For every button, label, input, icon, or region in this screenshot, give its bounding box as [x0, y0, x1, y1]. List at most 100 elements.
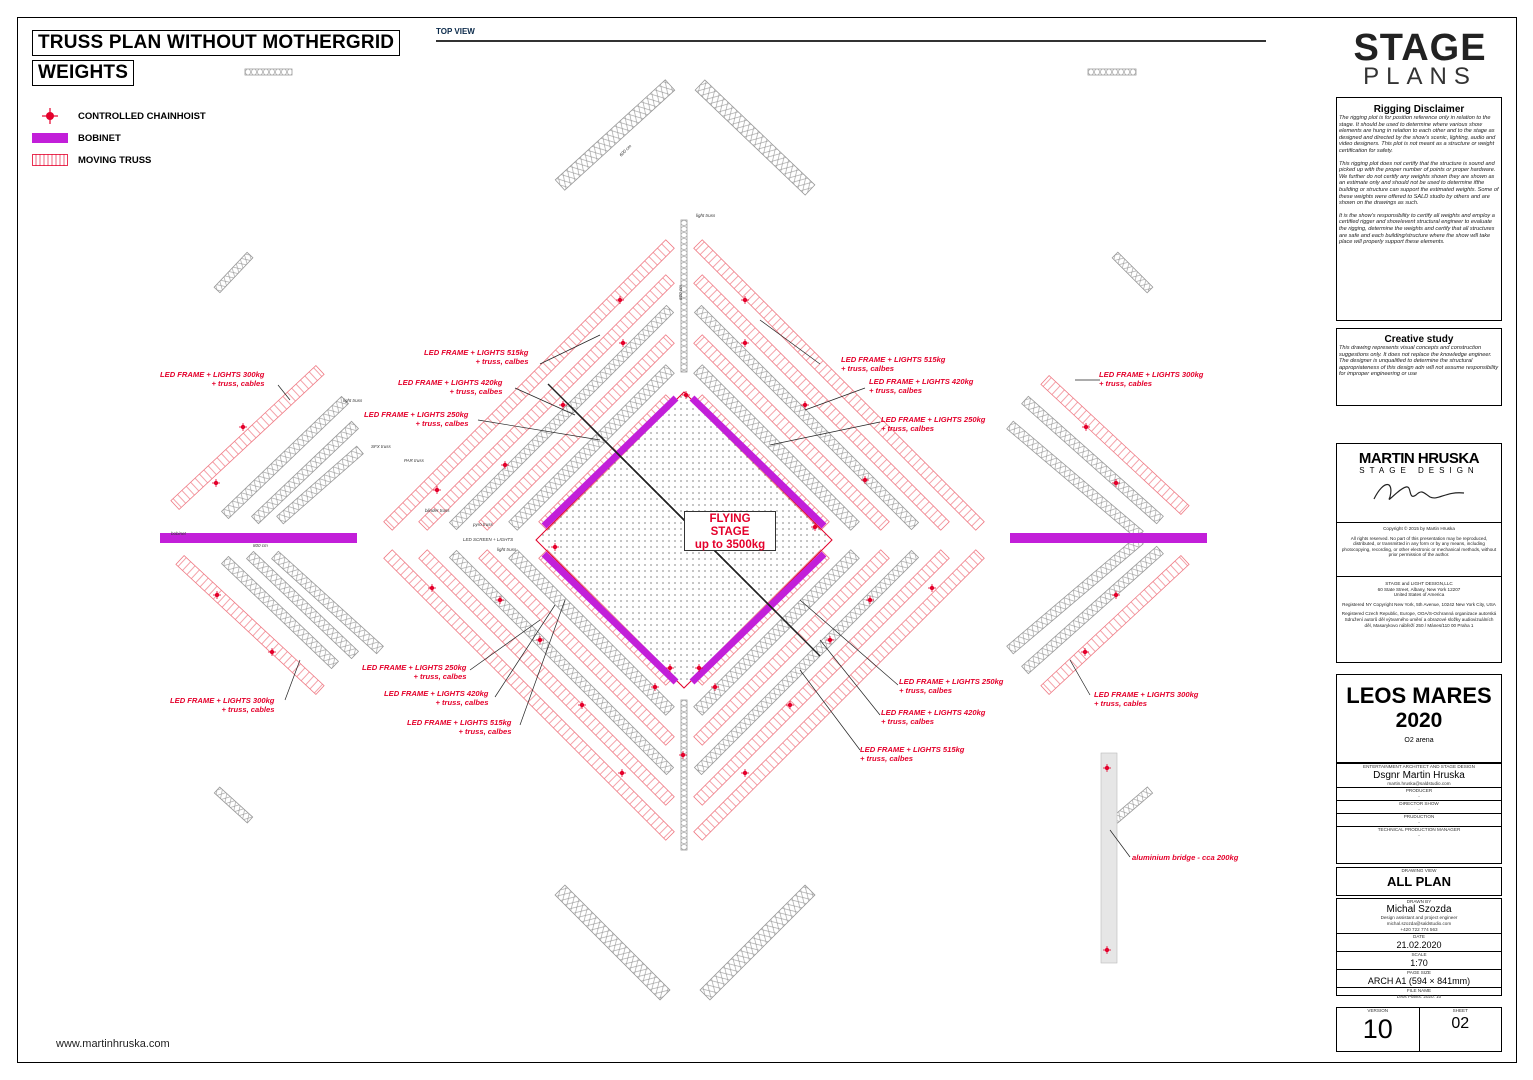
aluminium-bridge: [1100, 752, 1118, 964]
annotation-tl-250: LED FRAME + LIGHTS 250kg+ truss, calbes: [364, 410, 469, 428]
drawing-view-panel: DRAWING VIEW ALL PLAN: [1336, 867, 1502, 896]
chainhoist-icon: [619, 339, 627, 347]
annotation-tr-250: LED FRAME + LIGHTS 250kg+ truss, calbes: [881, 415, 986, 433]
leader-line: [494, 604, 556, 698]
annotation-bl-515: LED FRAME + LIGHTS 515kg+ truss, calbes: [407, 718, 512, 736]
legend-label: MOVING TRUSS: [78, 154, 152, 166]
truss-segment: [554, 884, 671, 1001]
moving-truss: [693, 239, 985, 531]
bobinet-swatch: [32, 132, 68, 144]
version-panel: VERSION 10 SHEET 02: [1336, 1007, 1502, 1052]
legend-item-moving-truss: MOVING TRUSS: [32, 154, 151, 166]
leader-line: [1069, 659, 1091, 696]
leader-line: [519, 599, 566, 726]
leader-line: [277, 384, 291, 401]
chainhoist-icon: [801, 401, 809, 409]
annotation-bl-300: LED FRAME + LIGHTS 300kg+ truss, cables: [170, 696, 275, 714]
bobinet-bar: [160, 533, 357, 543]
truss-segment: [1021, 395, 1164, 525]
label-led-screen: LED SCREEN + LIGHTS: [463, 537, 514, 542]
chainhoist-icon: [551, 543, 559, 551]
chainhoist-icon: [1112, 591, 1120, 599]
page-title: TRUSS PLAN WITHOUT MOTHERGRID: [32, 30, 401, 56]
annotation-tr-300: LED FRAME + LIGHTS 300kg+ truss, cables: [1099, 370, 1204, 388]
chainhoist-icon: [811, 523, 819, 531]
leader-line: [804, 387, 866, 411]
project-name: LEOS MARES: [1346, 683, 1492, 708]
truss-segment: [693, 304, 920, 531]
disclaimer-paragraph: It is the show's responsibility to certi…: [1339, 212, 1495, 246]
truss-segment: [245, 550, 360, 660]
label-bobinet: bobinet: [171, 531, 186, 536]
truss-segment: [693, 549, 860, 716]
project-year: 2020: [1395, 709, 1443, 732]
truss-segment: [680, 219, 688, 373]
creative-title: Creative study: [1384, 334, 1454, 345]
header-rule: [436, 40, 1266, 42]
bobinet: [689, 551, 827, 685]
leader-line: [539, 334, 601, 365]
designer-panel: MARTIN HRUSKA STAGE DESIGN Copyright © 2…: [1336, 443, 1502, 663]
chainhoist-icon: [741, 339, 749, 347]
moving-truss: [693, 549, 950, 806]
brand-logo: STAGE PLANS: [1353, 27, 1487, 90]
truss-segment: [213, 251, 254, 294]
truss-segment: [448, 304, 675, 531]
truss-segment: [508, 549, 675, 716]
chainhoist-icon: [1103, 764, 1111, 772]
leader-line: [284, 659, 301, 701]
moving-truss: [693, 334, 890, 531]
truss-segment: [680, 699, 688, 851]
chainhoist-icon: [861, 476, 869, 484]
truss-segment: [213, 786, 254, 824]
label-light-truss: light truss: [343, 398, 363, 403]
annotation-br-420: LED FRAME + LIGHTS 420kg+ truss, calbes: [881, 708, 986, 726]
footer-url[interactable]: www.martinhruska.com: [56, 1038, 170, 1050]
annotation-bl-250: LED FRAME + LIGHTS 250kg+ truss, calbes: [362, 663, 467, 681]
truss-segment: [693, 549, 920, 776]
annotation-br-300: LED FRAME + LIGHTS 300kg+ truss, cables: [1094, 690, 1199, 708]
annotation-tr-420: LED FRAME + LIGHTS 420kg+ truss, calbes: [869, 377, 974, 395]
legend-item-bobinet: BOBINET: [32, 132, 121, 144]
bobinet: [689, 395, 827, 529]
chainhoist-icon: [651, 683, 659, 691]
label-sfx-truss: SFX truss: [371, 444, 391, 449]
leader-line: [477, 419, 601, 441]
label-light-truss-top: light truss: [696, 213, 716, 218]
leader-line: [799, 669, 861, 751]
annotation-bl-420: LED FRAME + LIGHTS 420kg+ truss, calbes: [384, 689, 489, 707]
label-dim-800: 800 cm: [253, 543, 268, 548]
moving-truss: [383, 549, 675, 841]
moving-truss: [693, 274, 950, 531]
chainhoist-icon: [1112, 479, 1120, 487]
leader-line: [769, 421, 881, 446]
truss-segment: [693, 364, 860, 531]
drawn-by-panel: DRAWN BY Michal Szozda Design assistant …: [1336, 898, 1502, 999]
chainhoist-icon: [682, 391, 690, 399]
moving-truss: [418, 549, 675, 806]
moving-truss-swatch: [32, 154, 68, 166]
label-pyro-truss: pyro truss: [473, 522, 493, 527]
chainhoist-icon: [578, 701, 586, 709]
page-size-value: ARCH A1 (594 × 841mm): [1367, 976, 1471, 986]
truss-segment: [694, 79, 816, 196]
moving-truss: [1040, 555, 1190, 695]
chainhoist-icon: [496, 596, 504, 604]
chainhoist-icon: [711, 683, 719, 691]
leader-line: [759, 319, 821, 365]
version-value: 10: [1362, 1014, 1393, 1044]
legend-label: CONTROLLED CHAINHOIST: [78, 110, 206, 122]
truss-segment: [1021, 545, 1164, 675]
leader-line: [469, 619, 541, 671]
leader-line: [799, 599, 899, 686]
legend-item-chainhoist: CONTROLLED CHAINHOIST: [32, 108, 206, 124]
project-venue: O2 arena: [1404, 737, 1434, 744]
truss-segment: [220, 395, 350, 520]
chainhoist-icon: [616, 296, 624, 304]
truss-segment: [271, 550, 384, 655]
chainhoist-icon: [1082, 423, 1090, 431]
leader-line: [514, 387, 576, 416]
label-light-truss-2: light truss: [497, 547, 517, 552]
truss-segment: [250, 420, 360, 525]
truss-segment: [220, 555, 340, 670]
